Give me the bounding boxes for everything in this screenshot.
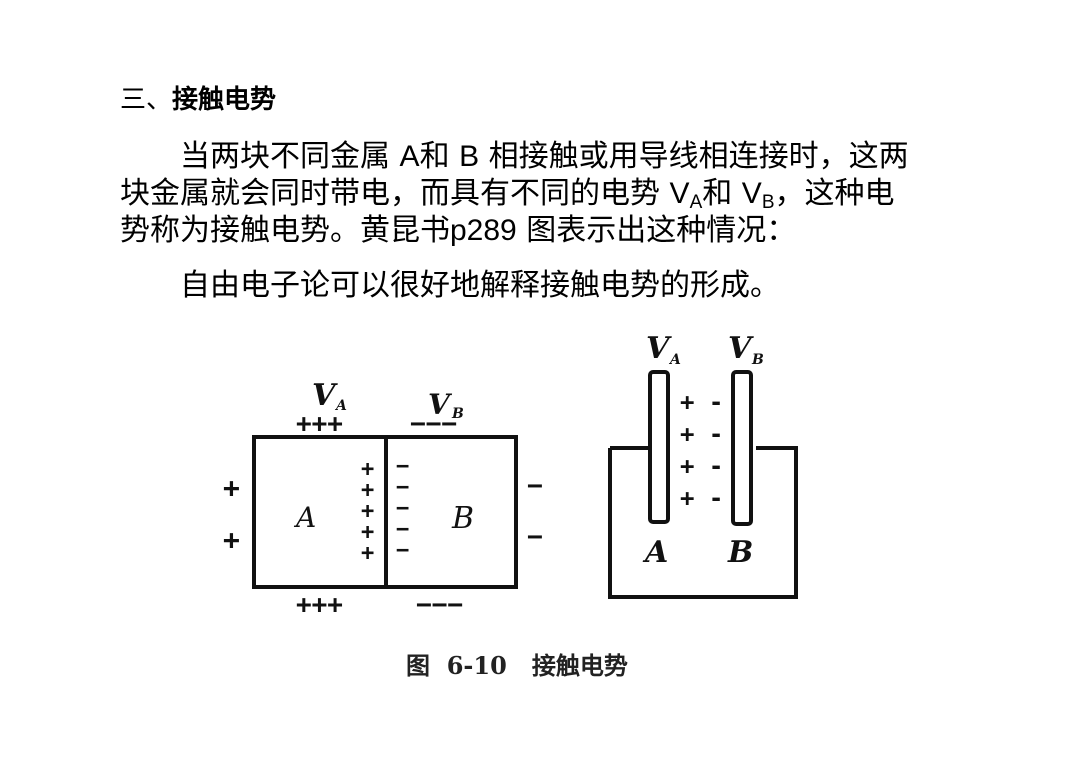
- right-vb-subscript: B: [751, 352, 764, 368]
- outer-plus-charge: +: [223, 523, 240, 556]
- text-span: 势称为接触电势。黄昆书: [120, 213, 450, 248]
- left-va-subscript: A: [334, 398, 347, 414]
- left-vb-subscript: B: [451, 406, 464, 422]
- section-heading: 三、接触电势: [120, 82, 276, 118]
- interface-minus-charge: −: [396, 475, 409, 500]
- text-span: 块金属就会同时带电，而具有不同的电势: [120, 176, 670, 211]
- paragraph-line-1: 当两块不同金属 A和 B 相接触或用导线相连接时，这两: [120, 138, 940, 175]
- figure-caption: 图 6-10 接触电势: [406, 651, 628, 680]
- metal-a-label-left: A: [293, 501, 316, 534]
- rod-gap-charges: + -: [680, 452, 723, 480]
- outer-minus-charge: −: [527, 522, 543, 552]
- metal-b-label: B: [459, 140, 480, 173]
- interface-minus-charge: −: [396, 454, 409, 479]
- section-title: 接触电势: [172, 85, 277, 115]
- paragraph-contact-potential: 当两块不同金属 A和 B 相接触或用导线相连接时，这两 块金属就会同时带电，而具…: [120, 138, 940, 249]
- potential-va-subscript: A: [689, 192, 703, 213]
- right-vb-label: V: [728, 331, 754, 366]
- text-span: ，这种电: [774, 176, 895, 211]
- rod-gap-charges: + -: [680, 420, 723, 448]
- text-span: 图表示出这种情况：: [516, 213, 797, 248]
- interface-plus-charge: +: [361, 457, 374, 482]
- text-span: 和: [419, 139, 460, 174]
- right-va-label: V: [646, 331, 672, 366]
- outer-minus-charge: −: [527, 471, 543, 501]
- top-plus-charges: +++: [296, 409, 343, 439]
- paragraph-line-3: 势称为接触电势。黄昆书p289 图表示出这种情况：: [120, 212, 940, 249]
- top-minus-charges: −−−: [410, 409, 457, 439]
- left-vb-label: V: [428, 388, 453, 421]
- metal-b-label-right: B: [727, 535, 753, 570]
- metal-a-label-right: A: [642, 535, 668, 570]
- metal-b-label-left: B: [451, 501, 474, 536]
- potential-vb-subscript: B: [761, 192, 775, 213]
- bottom-plus-charges: +++: [296, 590, 343, 620]
- potential-va: V: [669, 177, 690, 210]
- interface-minus-charge: −: [396, 538, 409, 563]
- potential-vb: V: [741, 177, 762, 210]
- interface-plus-charge: +: [361, 541, 374, 566]
- paragraph-line-2: 块金属就会同时带电，而具有不同的电势 VA和 VB，这种电: [120, 175, 940, 212]
- left-va-label: V: [312, 378, 338, 413]
- interface-plus-charge: +: [361, 520, 374, 545]
- section-number: 三、: [120, 85, 173, 115]
- paragraph-free-electron: 自由电子论可以很好地解释接触电势的形成。: [180, 268, 780, 303]
- rod-gap-charges: + -: [680, 484, 723, 512]
- page-reference: p289: [450, 214, 517, 247]
- interface-minus-charge: −: [396, 496, 409, 521]
- text-span: 相接触或用导线相连接时，这两: [479, 139, 909, 174]
- connecting-container: [608, 446, 798, 599]
- metal-a-label: A: [399, 140, 420, 173]
- rod-gap-charges: + -: [680, 388, 723, 416]
- metal-rod-b: [731, 370, 753, 526]
- bottom-minus-charges: −−−: [416, 590, 463, 620]
- outer-plus-charge: +: [223, 471, 240, 504]
- right-diagram: [608, 370, 798, 599]
- left-diagram: [252, 435, 518, 589]
- metal-rod-a: [648, 370, 670, 524]
- right-va-subscript: A: [668, 352, 681, 368]
- interface-plus-charge: +: [361, 499, 374, 524]
- text-span: 当两块不同金属: [180, 139, 400, 174]
- interface-plus-charge: +: [361, 478, 374, 503]
- interface-minus-charge: −: [396, 517, 409, 542]
- text-span: 和: [702, 176, 742, 211]
